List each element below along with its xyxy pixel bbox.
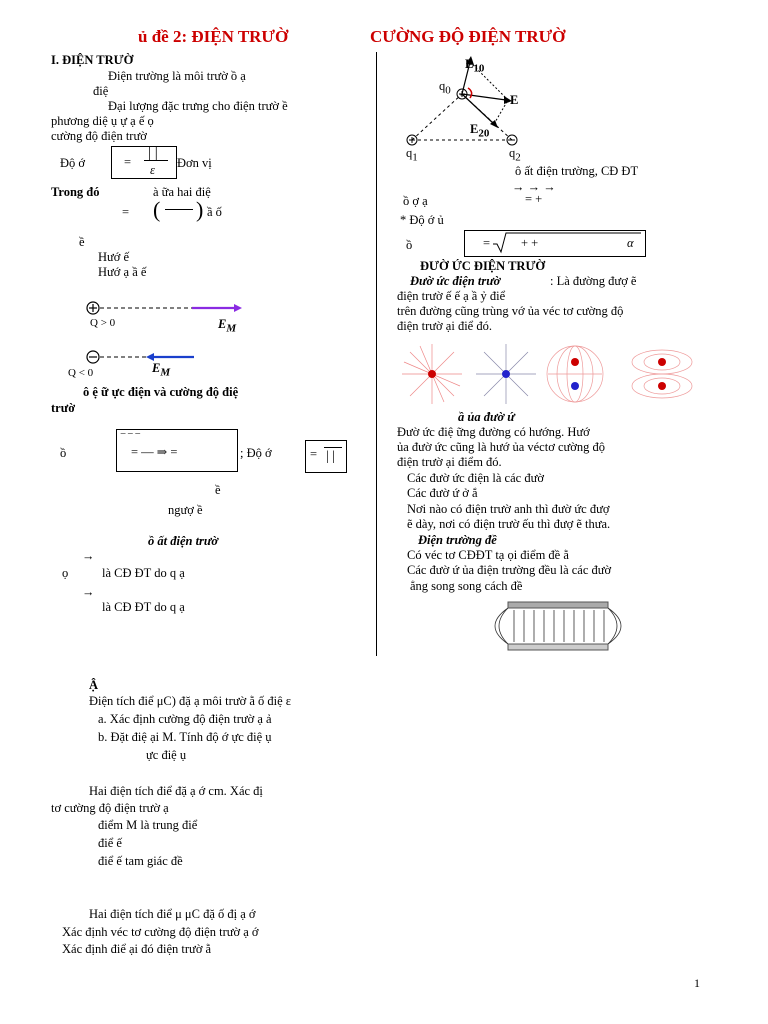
trong-do-label: Trong đó	[51, 185, 100, 199]
page-title-left: ủ đề 2: ĐIỆN TRƯỜ	[138, 27, 289, 46]
exercise-2-m: điểm M là trung điể	[98, 818, 198, 832]
uniform-2: Các đườ ứ ủa điện trường đều là các đườ	[407, 563, 612, 577]
superposition-right-formula: = +	[525, 192, 543, 206]
property-1a: Đườ ức điệ ững đường có hướng. Hướ	[397, 425, 590, 439]
magnitude-label: * Độ ớ ủ	[400, 213, 444, 227]
vec-e20-sub: 20	[478, 127, 490, 140]
superposition-heading: ồ ất điện trườ	[148, 534, 219, 548]
q2-sub: 2	[515, 151, 521, 164]
em-label-1: E	[218, 317, 227, 331]
exercises-heading: Ậ	[89, 678, 99, 692]
formula-1-label: Độ ớ	[60, 156, 86, 170]
exercise-2-n2: điể ế tam giác đề	[98, 854, 183, 868]
em-sub-2: M	[160, 366, 171, 379]
formula-1-box: = | | ε	[111, 145, 177, 179]
page-number: 1	[694, 976, 700, 990]
formula-1-epsilon: ε	[150, 163, 155, 177]
magnitude-o: ồ	[406, 238, 413, 252]
q-positive-label: Q > 0	[90, 317, 116, 329]
superposition-right-1: ô ất điện trường, CĐ ĐT	[515, 164, 639, 178]
field-lines-illustrations	[402, 344, 693, 404]
relation-o: ồ	[60, 446, 67, 460]
exercise-3-line-1: Hai điện tích điể μ μC đặ ố đị ạ ớ	[89, 907, 256, 921]
uniform-1: Có véc tơ CĐĐT tạ ọi điểm đề ằ	[407, 548, 569, 562]
superposition-1b: là CĐ ĐT do q ạ	[102, 566, 185, 580]
definition-2: điện trườ ế ế ạ ầ ỷ điể	[397, 289, 506, 303]
q1-sub: 1	[412, 151, 418, 164]
superposition-right-2: ồ ợ ạ	[403, 194, 428, 208]
column-divider	[376, 52, 377, 656]
section-heading-field: I. ĐIỆN TRƯỜ	[51, 53, 134, 67]
negative-charge-diagram	[86, 350, 194, 364]
field-lines-heading: ĐƯỜ ỨC ĐIỆN TRƯỜ	[420, 259, 546, 273]
em-label-2: E	[152, 361, 161, 375]
superposition-2: là CĐ ĐT do q ạ	[102, 600, 185, 614]
para-1-line-2: điệ	[93, 84, 109, 98]
q0-sub: 0	[445, 84, 451, 97]
para-2-line-3: cường độ điện trườ	[51, 129, 147, 143]
superposition-1a: ọ	[62, 566, 69, 580]
exercise-1-a: a. Xác định cường độ điện trườ ạ ả	[98, 712, 272, 726]
property-4b: ẽ dày, nơi có điện trườ ếu thì đượ ẽ thư…	[407, 517, 611, 531]
page-title-right: CƯỜNG ĐỘ ĐIỆN TRƯỜ	[370, 27, 566, 46]
property-1b: ủa đườ ức cũng là hướ ủa véctơ cường độ	[397, 440, 605, 454]
vec-e10: E	[465, 57, 474, 71]
definition-term: Đườ ức điện trườ	[410, 274, 501, 288]
para-2-line-1: Đại lượng đặc trưng cho điện trườ ề	[108, 99, 288, 113]
em-sub-1: M	[226, 322, 237, 335]
definition-3: trên đường cũng trùng vớ ủa véc tơ cường…	[397, 304, 624, 318]
vec-e20: E	[470, 122, 479, 136]
exercise-1-b: b. Đặt điệ ại M. Tính độ ớ ực điệ ụ	[98, 730, 272, 744]
vector-sum-diagram	[406, 56, 518, 146]
properties-heading: ầ ủa đườ ứ	[458, 410, 515, 424]
relation-nguoc: ngượ ề	[168, 503, 203, 517]
q-negative-label: Q < 0	[68, 367, 94, 379]
property-2: Các đườ ức điện là các đườ	[407, 471, 544, 485]
definition-1: : Là đường đượ ẽ	[550, 274, 637, 288]
positive-charge-diagram	[86, 301, 242, 315]
note-e: ề	[79, 235, 85, 249]
property-4a: Nơi nào có điện trườ anh thì đườ ức đượ	[407, 502, 610, 516]
vec-e: E	[510, 93, 519, 107]
exercise-1-b2: ực điệ ụ	[146, 748, 187, 762]
para-2-line-2: phương diệ ụ ự ạ ế ọ	[51, 114, 154, 128]
property-1c: điện trườ ại điểm đó.	[397, 455, 502, 469]
formula-magnitude-box: = + + α	[464, 230, 646, 257]
q1-label: q	[406, 146, 413, 160]
direction-2: Hướ ạ ầ ế	[98, 265, 147, 279]
uniform-3: ẳng song song cách đề	[410, 579, 523, 593]
exercise-2-line-2: tơ cường độ điện trườ ạ	[51, 801, 169, 815]
vec-e10-sub: 10	[473, 62, 485, 75]
para-1-line-1: Điện trường là môi trườ ồ ạ	[108, 69, 246, 83]
q0-label: q	[439, 79, 446, 93]
relation-heading-1: ô ệ ữ ực điện và cường độ điệ	[83, 385, 239, 399]
definition-4: điện trườ ại điể đó.	[397, 319, 492, 333]
relation-heading-2: trườ	[51, 401, 76, 415]
formula-4-box: = | |	[305, 440, 347, 473]
alpha-symbol: α	[627, 236, 634, 250]
exercise-1-line-1: Điện tích điể μC) đặ ạ môi trườ ằ ố điệ …	[89, 694, 292, 708]
exercise-2-n1: điể ế	[98, 836, 122, 850]
relation-e: ề	[215, 483, 221, 497]
direction-1: Hướ ế	[98, 250, 130, 264]
relation-do: ; Độ ớ	[240, 446, 272, 460]
q2-label: q	[509, 146, 516, 160]
property-3: Các đườ ứ ở ắ	[407, 486, 478, 500]
exercise-3-line-3: Xác định điể ại đó điện trườ ằ	[62, 942, 212, 956]
formula-2-rest: ầ ố	[207, 205, 222, 219]
exercise-3-line-2: Xác định véc tơ cường độ điện trườ ạ ớ	[62, 925, 259, 939]
uniform-field-heading: Điện trường đề	[418, 533, 497, 547]
exercise-2-line-1: Hai điện tích điể đặ ạ ớ cm. Xác đị	[89, 784, 263, 798]
uniform-field-illustration	[494, 601, 622, 651]
formula-1-unit: Đơn vị	[177, 156, 212, 170]
formula-3-box: = — ⇒ = ‾ ‾ ‾	[116, 429, 238, 472]
trong-do-text: à ữa hai điệ	[153, 185, 211, 199]
